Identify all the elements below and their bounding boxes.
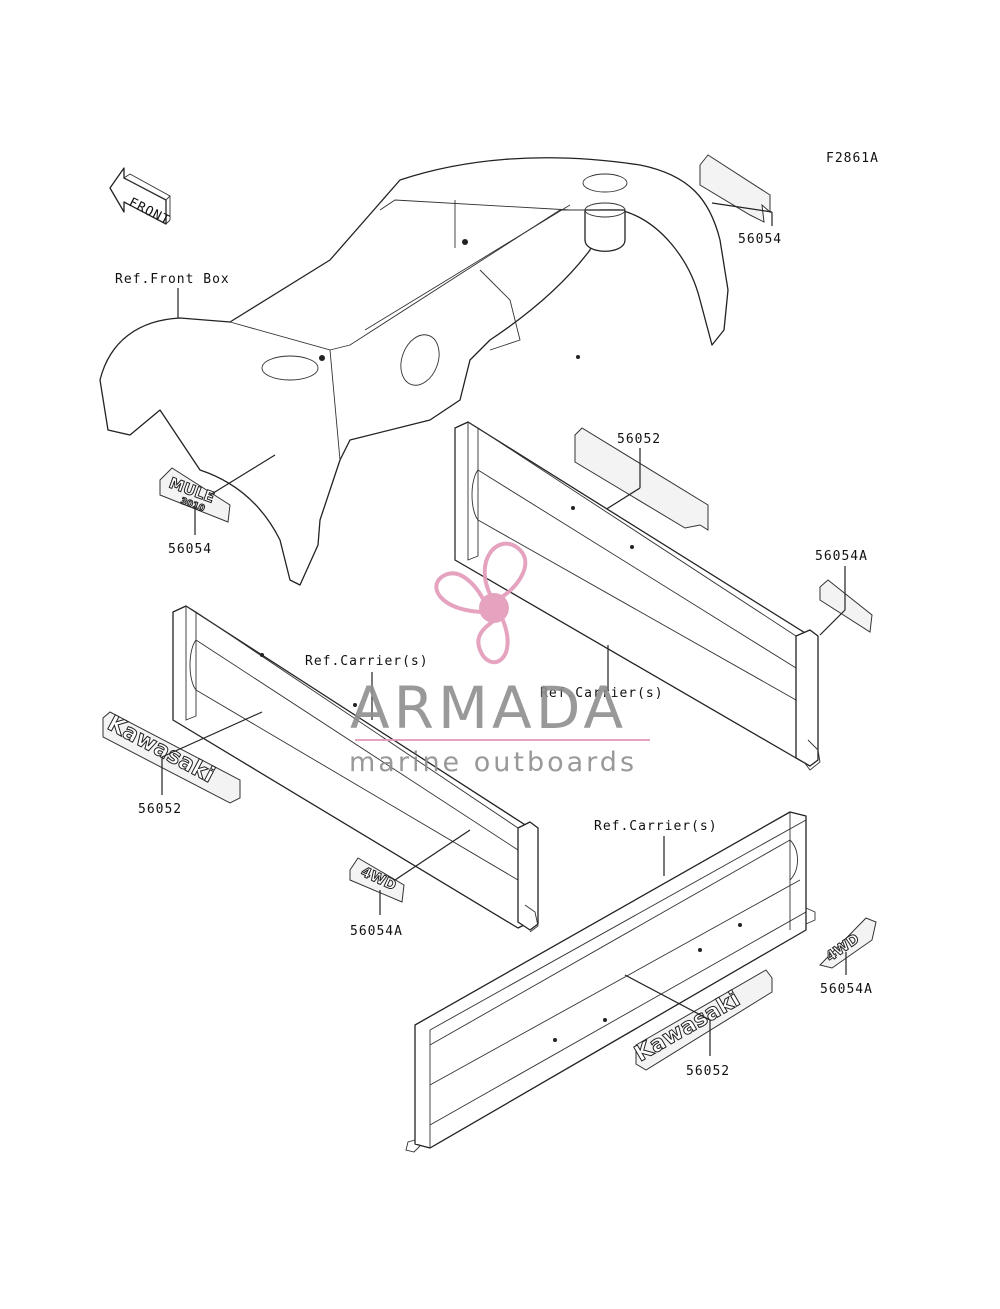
decal-56052-top — [574, 427, 709, 531]
carrier-gate-upper — [454, 421, 821, 771]
decal-56054A-right — [819, 579, 873, 633]
tailgate-bottom — [405, 811, 816, 1153]
leader-56052-bottom — [624, 974, 711, 1021]
decal-56054-top — [699, 154, 771, 223]
label-ref-carrier-1: Ref.Carrier(s) — [305, 654, 429, 669]
front-box — [99, 157, 729, 586]
decal-4wd-right: 4WD — [819, 917, 877, 969]
carrier-gate-left — [172, 605, 539, 933]
watermark-title: ARMADA — [350, 674, 627, 742]
label-ref-carrier-3: Ref.Carrier(s) — [594, 819, 718, 834]
label-56054A-bottom: 56054A — [820, 982, 873, 997]
label-56052-top: 56052 — [617, 432, 661, 447]
label-56054-top: 56054 — [738, 232, 782, 247]
leader-56054-left — [209, 454, 276, 496]
figure-code: F2861A — [826, 151, 879, 166]
label-56052-left: 56052 — [138, 802, 182, 817]
label-56054A-mid: 56054A — [350, 924, 403, 939]
watermark-subtitle: marine outboards — [349, 747, 637, 778]
leader-56052-top-b — [604, 487, 641, 511]
front-arrow-icon: FRONT — [109, 167, 172, 229]
leader-56054-top — [711, 202, 773, 213]
label-ref-front-box: Ref.Front Box — [115, 272, 230, 287]
leader-56054A-right-b — [819, 609, 846, 636]
label-56052-bottom: 56052 — [686, 1064, 730, 1079]
propeller-logo-icon — [434, 541, 528, 665]
watermark: ARMADA marine outboards — [349, 541, 650, 778]
label-ref-carrier-2: Ref.Carrier(s) — [540, 686, 664, 701]
leader-56052-left — [161, 711, 263, 758]
label-56054-left: 56054 — [168, 542, 212, 557]
label-56054A-right: 56054A — [815, 549, 868, 564]
leader-56054A-mid — [394, 829, 471, 881]
